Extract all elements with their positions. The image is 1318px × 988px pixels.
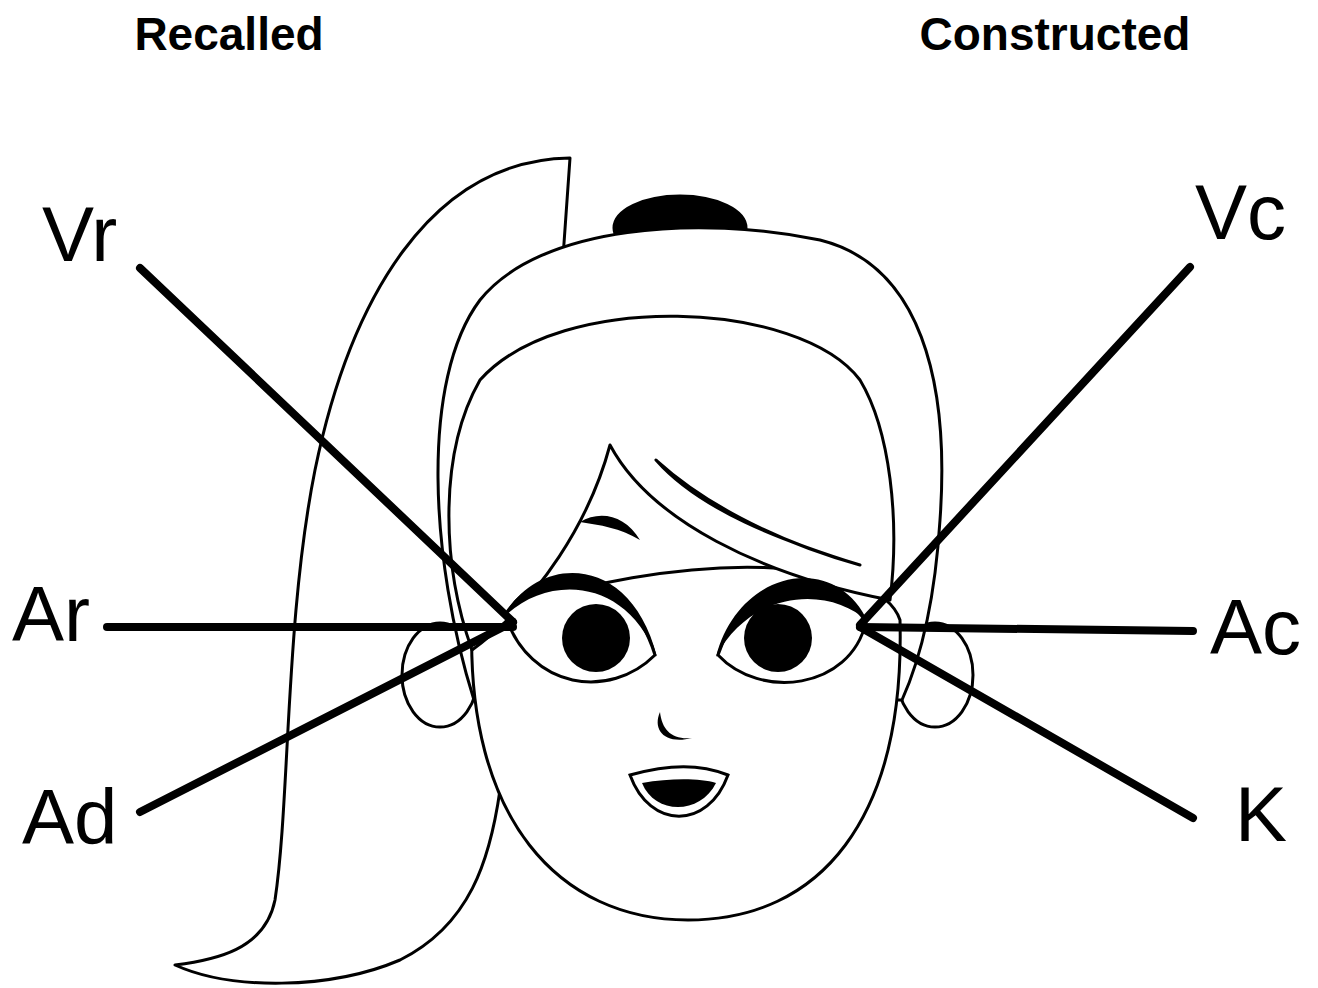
column-heading: Constructed bbox=[920, 11, 1191, 57]
left-pupil bbox=[562, 604, 630, 672]
cue-label: Vr bbox=[42, 195, 117, 273]
left-eyebrow bbox=[580, 516, 640, 540]
right-pupil bbox=[744, 604, 812, 672]
column-heading: Recalled bbox=[134, 11, 323, 57]
cue-label: K bbox=[1235, 775, 1287, 853]
face bbox=[472, 567, 901, 920]
gaze-line bbox=[107, 623, 513, 631]
mouth bbox=[630, 767, 728, 817]
nose bbox=[658, 712, 692, 740]
cue-label: Ac bbox=[1210, 588, 1301, 666]
gaze-line bbox=[860, 627, 1193, 631]
cue-label: Vc bbox=[1195, 173, 1286, 251]
gaze-line bbox=[860, 267, 1190, 625]
cue-label: Ar bbox=[12, 575, 90, 653]
hair-strand bbox=[656, 460, 860, 565]
gaze-line bbox=[140, 622, 513, 812]
gaze-line bbox=[140, 268, 513, 622]
mouth-inside bbox=[642, 779, 716, 807]
gaze-line bbox=[860, 627, 1193, 818]
cue-label: Ad bbox=[22, 778, 117, 856]
